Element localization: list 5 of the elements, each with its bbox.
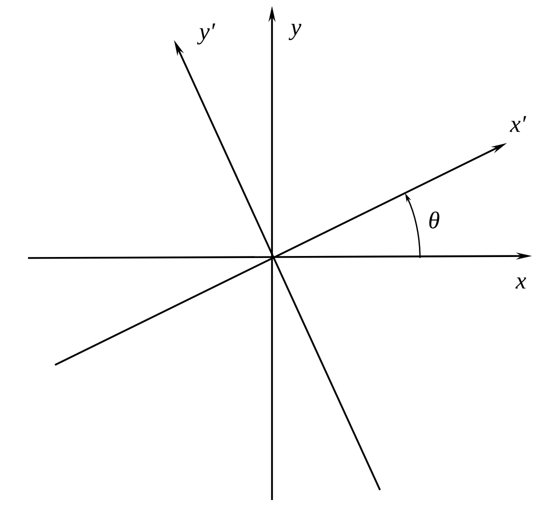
axis-label: y <box>288 24 302 40</box>
axis-label: θ <box>429 211 440 228</box>
axis-label: x′ <box>510 116 526 132</box>
axis-label: y′ <box>197 24 216 44</box>
axis-label: x <box>515 277 526 288</box>
